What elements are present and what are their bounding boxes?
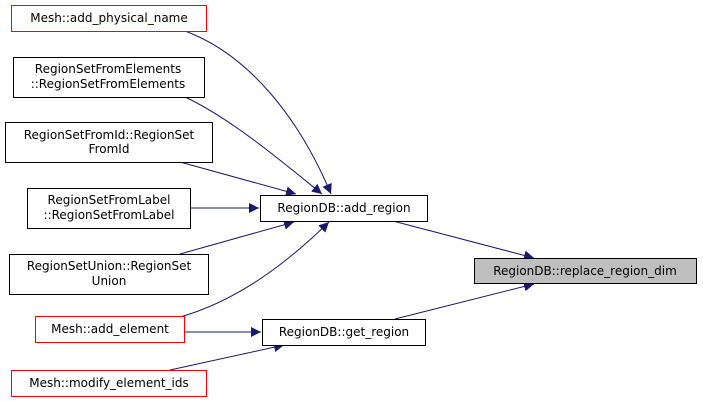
node-regiondb-replace-region-dim: RegionDB::replace_region_dim: [474, 258, 697, 284]
node-mesh-add-element[interactable]: Mesh::add_element: [35, 316, 185, 343]
node-region-set-from-id[interactable]: RegionSetFromId::RegionSet FromId: [5, 122, 213, 163]
node-mesh-add-physical-name[interactable]: Mesh::add_physical_name: [11, 5, 207, 32]
node-region-set-union[interactable]: RegionSetUnion::RegionSet Union: [9, 254, 209, 295]
svg-text:::RegionSetFromElements: ::RegionSetFromElements: [31, 77, 186, 91]
edge-add-physical-name-to-add-region: [184, 30, 332, 195]
node-region-set-from-elements[interactable]: RegionSetFromElements ::RegionSetFromEle…: [13, 57, 205, 98]
svg-text:Mesh::add_physical_name: Mesh::add_physical_name: [30, 11, 188, 25]
node-regiondb-add-region[interactable]: RegionDB::add_region: [260, 195, 428, 222]
node-regiondb-get-region[interactable]: RegionDB::get_region: [262, 319, 426, 346]
svg-text:RegionDB::get_region: RegionDB::get_region: [279, 325, 409, 339]
edge-from-id-to-add-region: [179, 161, 297, 197]
edge-union-to-add-region: [179, 219, 295, 255]
svg-text:RegionSetUnion::RegionSet: RegionSetUnion::RegionSet: [27, 259, 192, 273]
node-region-set-from-label[interactable]: RegionSetFromLabel ::RegionSetFromLabel: [27, 188, 191, 229]
svg-text:FromId: FromId: [89, 142, 130, 156]
svg-text:::RegionSetFromLabel: ::RegionSetFromLabel: [44, 208, 175, 222]
svg-text:RegionSetFromId::RegionSet: RegionSetFromId::RegionSet: [24, 128, 195, 142]
svg-text:RegionSetFromLabel: RegionSetFromLabel: [48, 193, 171, 207]
svg-text:RegionDB::add_region: RegionDB::add_region: [277, 201, 410, 215]
svg-text:RegionDB::replace_region_dim: RegionDB::replace_region_dim: [493, 264, 677, 278]
edge-add-region-to-replace-region-dim: [392, 220, 535, 261]
edge-from-elements-to-add-region: [184, 96, 323, 195]
svg-text:Union: Union: [92, 274, 127, 288]
edge-add-element-to-add-region: [179, 221, 330, 318]
node-mesh-modify-element-ids[interactable]: Mesh::modify_element_ids: [11, 370, 207, 397]
svg-text:Mesh::modify_element_ids: Mesh::modify_element_ids: [29, 376, 188, 390]
svg-text:Mesh::add_element: Mesh::add_element: [51, 322, 169, 336]
edge-get-region-to-replace-region-dim: [394, 281, 535, 320]
edge-modify-ids-to-get-region: [169, 342, 285, 371]
svg-text:RegionSetFromElements: RegionSetFromElements: [35, 62, 181, 76]
